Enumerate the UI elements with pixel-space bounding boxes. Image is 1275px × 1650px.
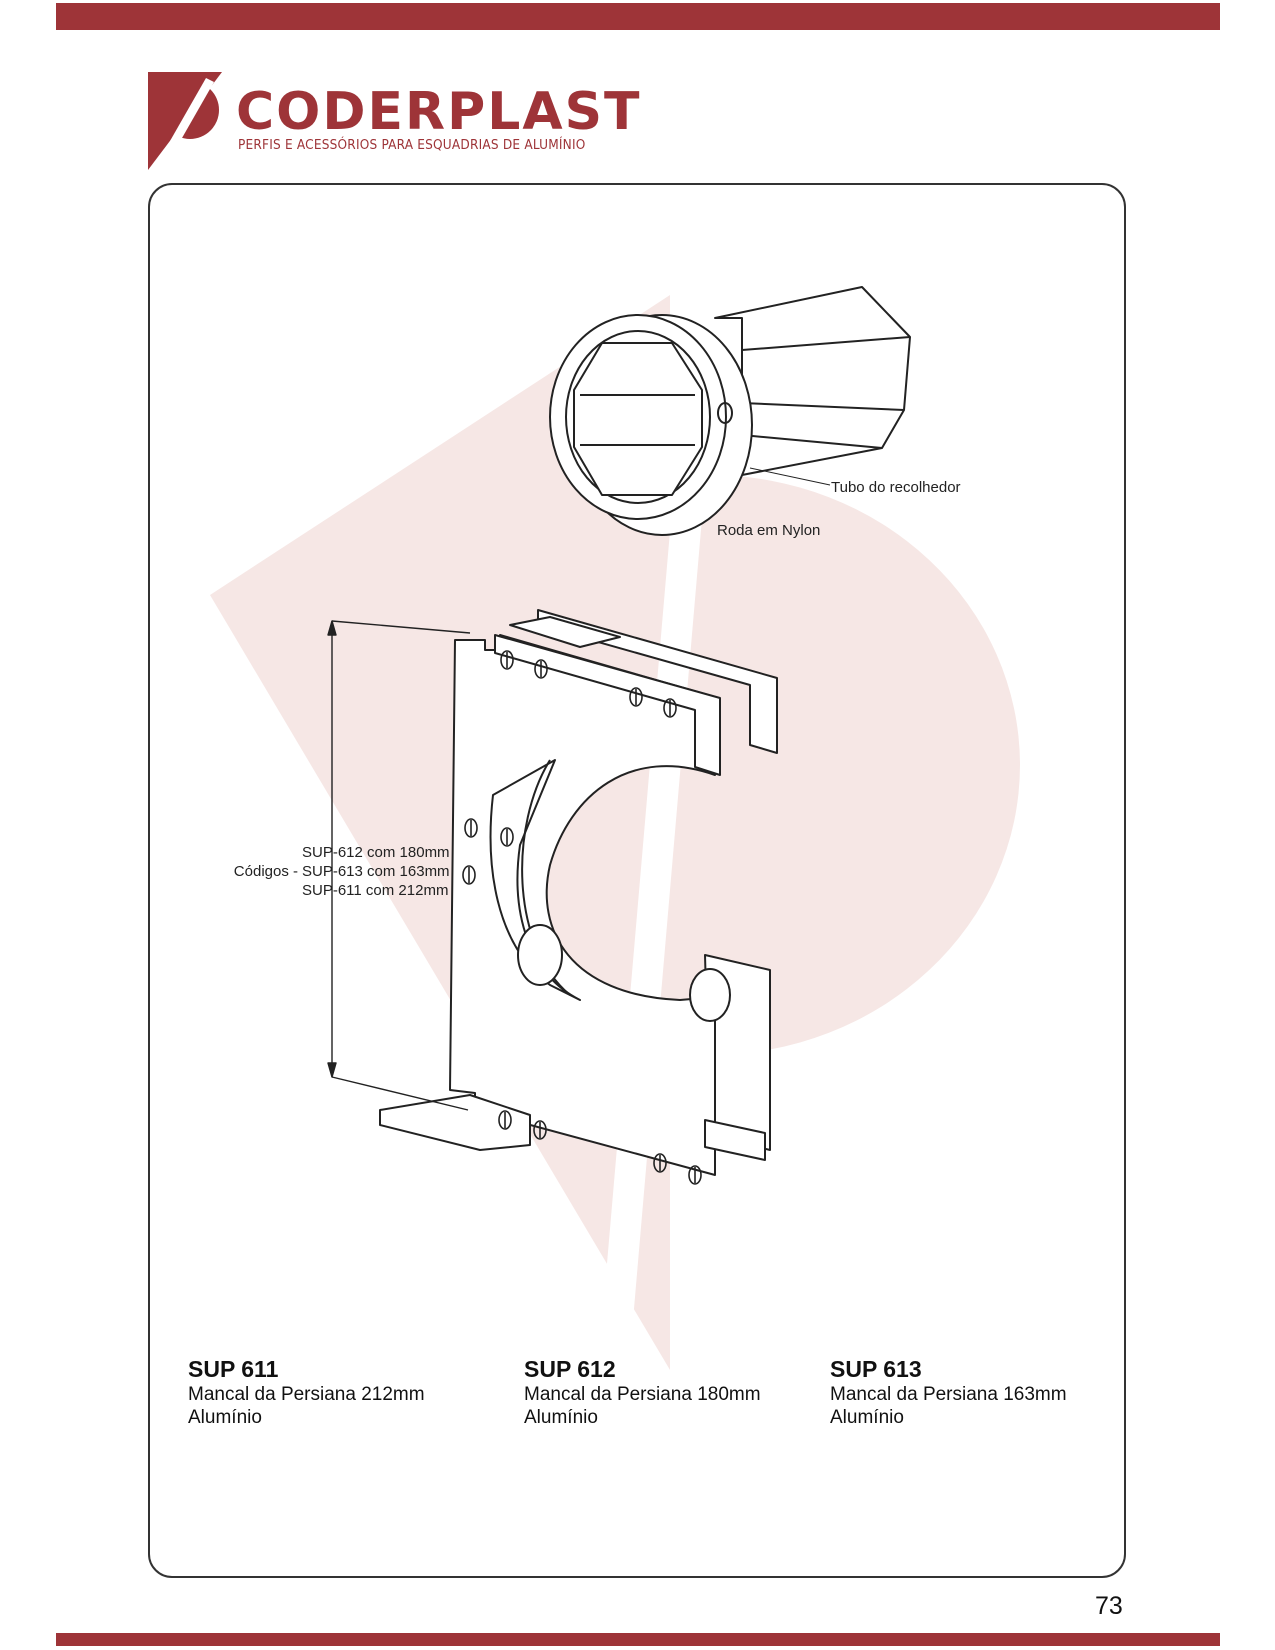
code-line: SUP-611 com 212mm bbox=[302, 882, 449, 899]
codes-block: SUP-612 com 180mm Códigos - SUP-613 com … bbox=[190, 843, 450, 900]
bearing-bracket-drawing bbox=[379, 609, 778, 1185]
product-sup-613: SUP 613 Mancal da Persiana 163mm Alumíni… bbox=[830, 1355, 1067, 1429]
product-description: Mancal da Persiana 163mm bbox=[830, 1384, 1067, 1405]
product-material: Alumínio bbox=[524, 1407, 598, 1428]
page-number: 73 bbox=[1095, 1592, 1123, 1620]
product-code: SUP 611 bbox=[188, 1356, 279, 1382]
label-tube: Tubo do recolhedor bbox=[831, 479, 961, 496]
bottom-red-bar bbox=[56, 1633, 1220, 1646]
product-code: SUP 612 bbox=[524, 1356, 616, 1382]
brand-name: CODERPLAST bbox=[236, 82, 642, 142]
roller-tube-drawing bbox=[714, 286, 911, 476]
product-sup-612: SUP 612 Mancal da Persiana 180mm Alumíni… bbox=[524, 1355, 761, 1429]
codes-row: SUP-612 com 180mm bbox=[190, 843, 450, 862]
product-code: SUP 613 bbox=[830, 1356, 922, 1382]
brand-tagline: PERFIS E ACESSÓRIOS PARA ESQUADRIAS DE A… bbox=[238, 137, 586, 153]
codes-prefix: Códigos - bbox=[233, 863, 298, 880]
bearing-technical-drawing bbox=[327, 286, 911, 1185]
product-description: Mancal da Persiana 212mm bbox=[188, 1384, 425, 1405]
dimension-line bbox=[327, 620, 471, 1111]
code-line: SUP-613 com 163mm bbox=[302, 863, 450, 880]
codes-row: Códigos - SUP-613 com 163mm bbox=[190, 862, 450, 881]
nylon-wheel-drawing bbox=[549, 314, 753, 536]
product-material: Alumínio bbox=[830, 1407, 904, 1428]
content-panel: Tubo do recolhedor Roda em Nylon SUP-612… bbox=[148, 183, 1126, 1578]
top-red-bar bbox=[56, 3, 1220, 30]
product-description: Mancal da Persiana 180mm bbox=[524, 1384, 761, 1405]
coderplast-logo-icon bbox=[148, 72, 222, 170]
product-material: Alumínio bbox=[188, 1407, 262, 1428]
label-wheel: Roda em Nylon bbox=[717, 522, 821, 539]
product-sup-611: SUP 611 Mancal da Persiana 212mm Alumíni… bbox=[188, 1355, 425, 1429]
codes-row: SUP-611 com 212mm bbox=[190, 881, 450, 900]
code-line: SUP-612 com 180mm bbox=[302, 844, 450, 861]
